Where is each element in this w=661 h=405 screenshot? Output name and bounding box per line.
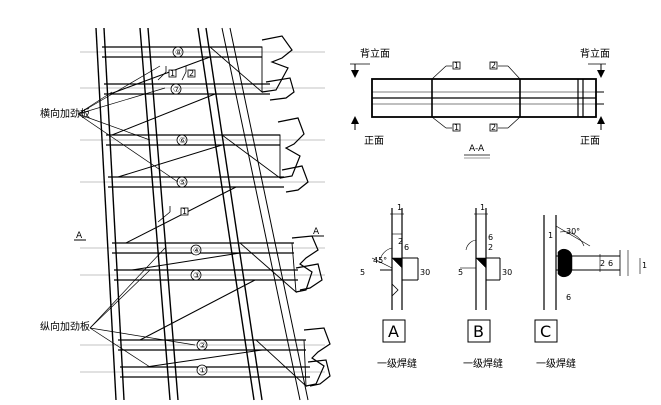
- detail-a-dim-1: 1: [397, 203, 402, 212]
- label-back-right: 背立面: [580, 47, 610, 60]
- svg-text:2: 2: [189, 69, 194, 78]
- label-front-left: 正面: [364, 136, 384, 147]
- detail-c-dim-2: 2: [600, 259, 605, 268]
- circle-label-5: ⑤: [176, 176, 188, 188]
- detail-b-tag: B: [467, 319, 491, 343]
- detail-b-dim-5: 5: [458, 268, 463, 277]
- detail-c-dim-30: 30°: [566, 227, 580, 236]
- detail-c-dim-6b: 6: [566, 293, 571, 302]
- circle-label-8: ⑧: [172, 46, 184, 58]
- svg-text:A: A: [388, 322, 399, 341]
- detail-a-dim-5: 5: [360, 268, 365, 277]
- svg-text:A: A: [313, 227, 320, 237]
- section-view: [350, 63, 606, 130]
- rungs: [102, 46, 310, 378]
- detail-c-dim-1b: 1: [642, 261, 647, 270]
- svg-text:1: 1: [182, 207, 187, 216]
- detail-a-dim-2: 2: [398, 237, 403, 246]
- svg-text:A-A: A-A: [469, 144, 485, 154]
- svg-text:⑧: ⑧: [175, 48, 182, 57]
- detail-b-dim-6: 6: [488, 233, 493, 242]
- weld-flag: 1: [452, 61, 461, 70]
- svg-text:B: B: [473, 322, 484, 341]
- svg-text:④: ④: [193, 246, 200, 255]
- svg-text:横向加劲板: 横向加劲板: [40, 107, 90, 120]
- circle-label-1: ①: [196, 364, 208, 376]
- detail-a: [371, 208, 419, 310]
- elevation-circle-labels: ⑧ ⑦ ⑥ ⑤ ④ ③ ② ①: [170, 46, 208, 376]
- detail-b: [460, 208, 501, 310]
- triangle-plates: [208, 46, 307, 388]
- section-title: A-A: [464, 144, 490, 159]
- detail-a-dim-45: 45°: [373, 256, 387, 265]
- section-mark-right: A: [311, 227, 324, 237]
- gussets: [261, 35, 331, 387]
- detail-a-caption: 一级焊缝: [377, 357, 417, 370]
- detail-c-tag: C: [534, 319, 558, 343]
- detail-b-dim-1: 1: [480, 203, 485, 212]
- svg-text:1: 1: [454, 123, 459, 132]
- circle-label-6: ⑥: [176, 134, 188, 146]
- detail-a-tag: A: [382, 319, 406, 343]
- svg-text:①: ①: [199, 366, 206, 375]
- svg-text:1: 1: [454, 61, 459, 70]
- label-back-left: 背立面: [360, 47, 390, 60]
- label-front-right: 正面: [580, 136, 600, 147]
- detail-b-dim-30: 30: [502, 268, 512, 277]
- weld-flag: 2: [181, 66, 196, 81]
- stringer-2: [139, 27, 179, 401]
- construction-lines: [80, 51, 325, 373]
- detail-a-dim-6: 6: [404, 243, 409, 252]
- detail-c-caption: 一级焊缝: [536, 357, 576, 370]
- svg-text:⑤: ⑤: [179, 178, 186, 187]
- detail-b-dim-2: 2: [488, 243, 493, 252]
- svg-text:C: C: [540, 322, 551, 341]
- weld-flag: 2: [489, 123, 498, 132]
- stringer-4: [221, 27, 309, 401]
- callout-top: 横向加劲板: [40, 65, 179, 183]
- circle-label-2: ②: [196, 339, 208, 351]
- svg-text:纵向加劲板: 纵向加劲板: [40, 320, 90, 333]
- detail-a-dim-30: 30: [420, 268, 430, 277]
- detail-c-dim-6a: 6: [608, 259, 613, 268]
- svg-text:2: 2: [491, 61, 496, 70]
- svg-text:1: 1: [170, 69, 175, 78]
- circle-label-4: ④: [190, 244, 202, 256]
- weld-flag: 2: [489, 61, 498, 70]
- section-weld-flags: 1 2 1 2: [452, 61, 498, 132]
- detail-c-dim-1: 1: [548, 231, 553, 240]
- stringer-3: [197, 27, 263, 401]
- svg-text:2: 2: [491, 123, 496, 132]
- weld-flag: 1: [452, 123, 461, 132]
- detail-c: [543, 215, 641, 310]
- svg-text:②: ②: [199, 341, 206, 350]
- svg-text:⑥: ⑥: [179, 136, 186, 145]
- callout-bottom: 纵向加劲板: [40, 247, 196, 368]
- circle-label-7: ⑦: [170, 83, 182, 95]
- stringer-1: [95, 27, 125, 401]
- svg-text:A: A: [76, 231, 83, 241]
- detail-b-caption: 一级焊缝: [463, 357, 503, 370]
- weld-flag: 1: [157, 206, 189, 223]
- braces: [109, 56, 263, 368]
- svg-text:⑦: ⑦: [173, 85, 180, 94]
- elevation-weld-flags: 1 2 1: [157, 66, 196, 223]
- circle-label-3: ③: [190, 269, 202, 281]
- svg-text:③: ③: [193, 271, 200, 280]
- ladder-elevation: [80, 27, 331, 401]
- section-mark-left: A: [74, 231, 86, 241]
- weld-flag: 1: [157, 66, 177, 81]
